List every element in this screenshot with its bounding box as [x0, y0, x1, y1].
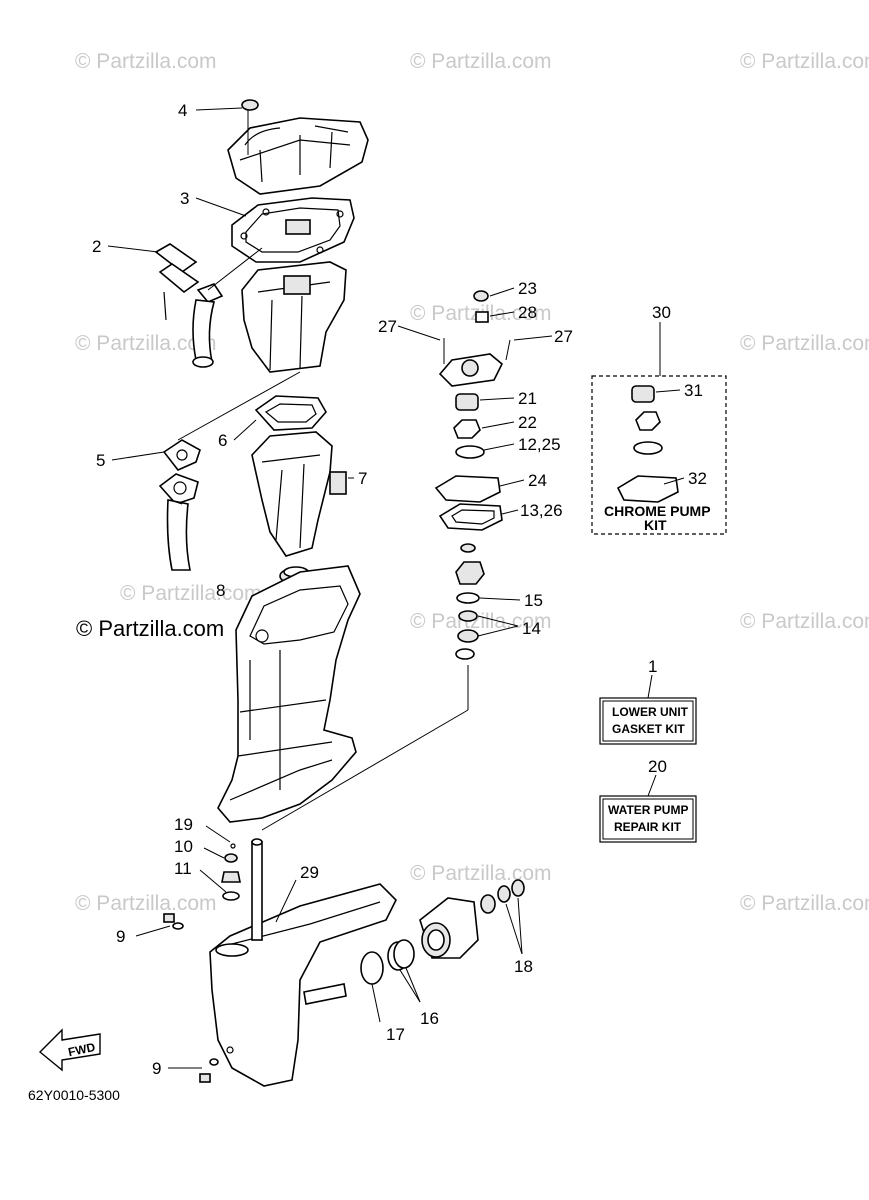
watermark-layer: © Partzilla.com © Partzilla.com © Partzi… [75, 50, 869, 915]
part-plate-2 [154, 243, 224, 368]
callout-7: 7 [358, 469, 367, 488]
callout-27-right: 27 [554, 327, 573, 346]
callout-18: 18 [514, 957, 533, 976]
part-lower-casing [217, 565, 361, 823]
partzilla-watermark: © Partzilla.com [76, 616, 224, 641]
callout-20: 20 [648, 757, 667, 776]
watermark: © Partzilla.com [75, 892, 217, 915]
callout-17: 17 [386, 1025, 405, 1044]
part-gearcase [209, 838, 397, 1087]
callout-28: 28 [518, 303, 537, 322]
callout-32: 32 [688, 469, 707, 488]
callout-15: 15 [524, 591, 543, 610]
diagram-code: 62Y0010-5300 [28, 1087, 120, 1103]
callout-1: 1 [648, 657, 657, 676]
callout-19: 19 [174, 815, 193, 834]
part-gasket-6 [254, 395, 327, 431]
lower-unit-kit-label: LOWER UNIT [612, 705, 689, 719]
callout-22: 22 [518, 413, 537, 432]
watermark: © Partzilla.com [75, 332, 217, 355]
water-pump-kit-label-2: REPAIR KIT [614, 820, 682, 834]
part-upper-cover [227, 99, 369, 195]
callout-31: 31 [684, 381, 703, 400]
callout-9-upper: 9 [116, 927, 125, 946]
callout-16: 16 [420, 1009, 439, 1028]
callout-23: 23 [518, 279, 537, 298]
callout-3: 3 [180, 189, 189, 208]
callout-30: 30 [652, 303, 671, 322]
watermark: © Partzilla.com [410, 862, 552, 885]
part-hose-5 [158, 439, 201, 571]
part-upper-casing [241, 261, 347, 373]
part-gasket-3 [231, 197, 355, 263]
callout-12-25: 12,25 [518, 435, 561, 454]
part-water-pump-stack [434, 290, 511, 660]
callout-numbers: 4 3 2 5 6 7 8 27 27 23 28 21 22 12,25 24… [92, 101, 707, 1078]
plug-icon [241, 99, 259, 111]
callout-8: 8 [216, 581, 225, 600]
lower-unit-gasket-kit: LOWER UNIT GASKET KIT [599, 697, 697, 745]
callout-14: 14 [522, 619, 541, 638]
fwd-label: FWD [67, 1040, 97, 1059]
part-exhaust-guide [251, 431, 347, 557]
callout-11: 11 [174, 859, 192, 878]
callout-21: 21 [518, 389, 537, 408]
callout-9-lower: 9 [152, 1059, 161, 1078]
lower-unit-kit-label-2: GASKET KIT [612, 722, 685, 736]
callout-2: 2 [92, 237, 101, 256]
callout-13-26: 13,26 [520, 501, 563, 520]
watermark: © Partzilla.com [410, 50, 552, 73]
callout-24: 24 [528, 471, 547, 490]
watermark: © Partzilla.com [740, 892, 869, 915]
leader-lines [107, 107, 685, 1069]
watermark: © Partzilla.com [740, 332, 869, 355]
chrome-pump-kit-label: CHROME PUMP [604, 503, 711, 519]
water-pump-repair-kit: WATER PUMP REPAIR KIT [599, 795, 697, 843]
callout-4: 4 [178, 101, 187, 120]
chrome-pump-kit-box: CHROME PUMP KIT [591, 375, 727, 535]
part-propshaft-housing [360, 879, 525, 985]
callout-10: 10 [174, 837, 193, 856]
callout-5: 5 [96, 451, 105, 470]
watermark: © Partzilla.com [120, 582, 262, 605]
watermark: © Partzilla.com [740, 50, 869, 73]
callout-6: 6 [218, 431, 227, 450]
callout-27-left: 27 [378, 317, 397, 336]
forward-arrow-icon: FWD [38, 1028, 101, 1072]
water-pump-kit-label: WATER PUMP [608, 803, 688, 817]
watermark: © Partzilla.com [740, 610, 869, 633]
part-small-hardware [163, 843, 241, 1083]
chrome-pump-kit-label-2: KIT [644, 517, 667, 533]
watermark: © Partzilla.com [75, 50, 217, 73]
callout-29: 29 [300, 863, 319, 882]
watermark: © Partzilla.com [410, 610, 552, 633]
